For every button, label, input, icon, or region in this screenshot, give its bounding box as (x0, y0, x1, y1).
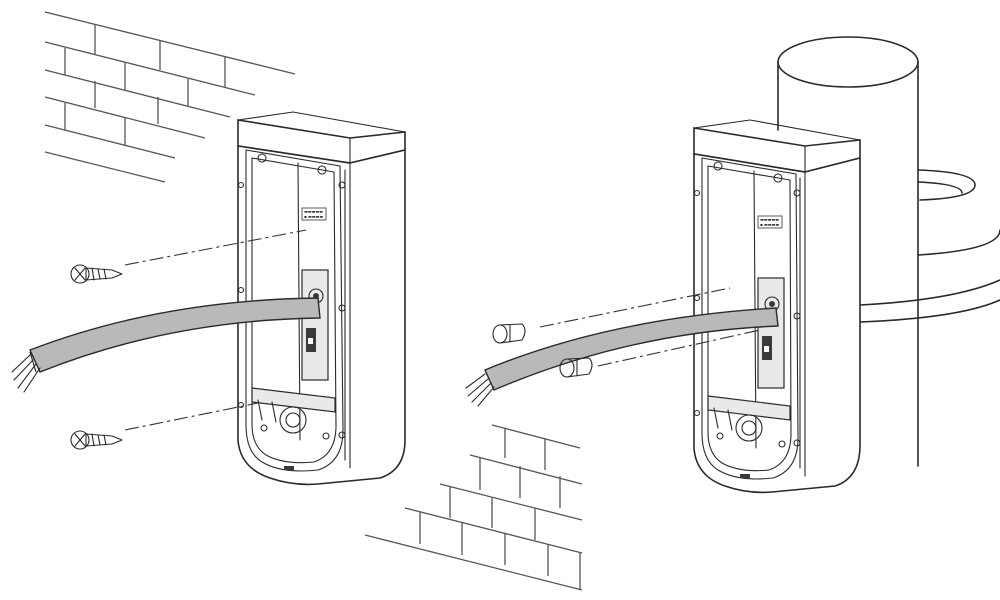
housing-label-line-2: ▪ ▬▬▬▬ (760, 222, 779, 227)
housing-icon: ▬▬▬▬▬ ▪ ▬▬▬▬ (693, 119, 861, 494)
screw-icon (70, 264, 123, 284)
housing-label-line-1: ▬▬▬▬▬ (760, 217, 779, 222)
pole-icon (777, 36, 1000, 467)
cable-icon (11, 297, 321, 393)
pole-mount-panel: ▬▬▬▬▬ ▪ ▬▬▬▬ (364, 36, 1000, 591)
screw-icon (559, 357, 593, 378)
brick-wall-icon (44, 11, 296, 183)
housing-label-line-2: ▪ ▬▬▬▬ (304, 214, 323, 219)
housing-label-line-1: ▬▬▬▬▬ (304, 209, 323, 214)
screw-icon (70, 430, 123, 450)
wall-mount-panel: ▬▬▬▬▬ ▪ ▬▬▬▬ (11, 11, 406, 486)
screw-icon (492, 323, 526, 344)
housing-icon: ▬▬▬▬▬ ▪ ▬▬▬▬ (237, 111, 406, 486)
brick-wall-icon (364, 424, 583, 591)
cable-icon (465, 307, 779, 407)
